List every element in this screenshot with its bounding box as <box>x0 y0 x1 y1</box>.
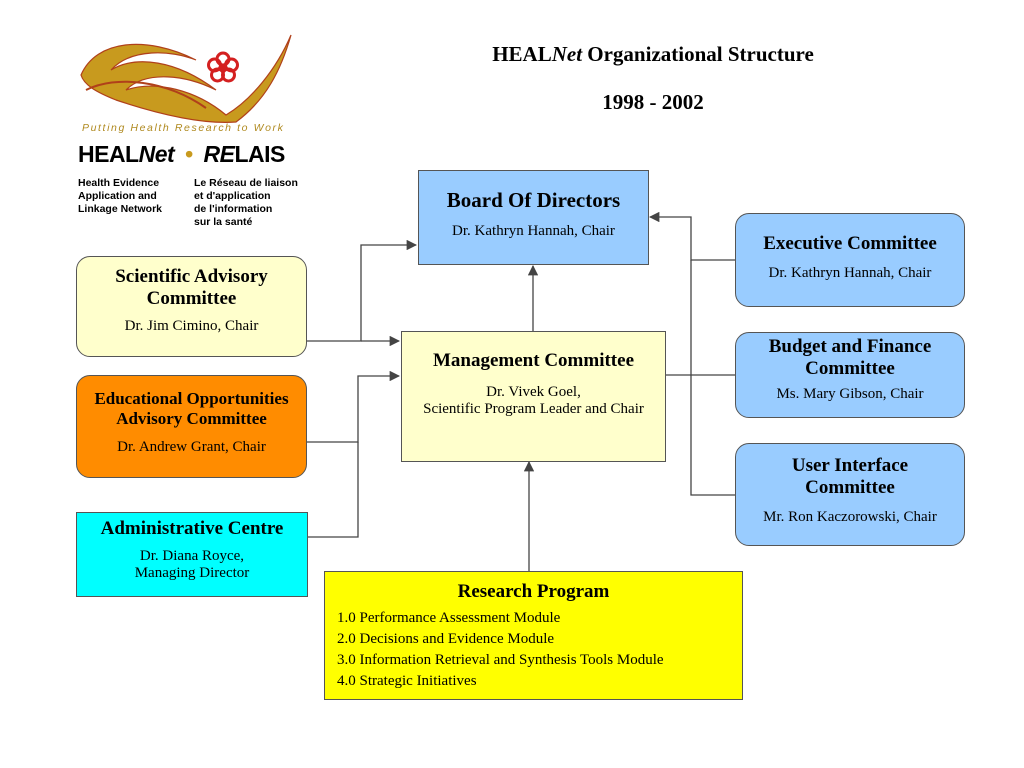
executive-chair: Dr. Kathryn Hannah, Chair <box>768 265 932 281</box>
educational-title-line1: Educational Opportunities <box>94 389 289 408</box>
research-modules-list: 1.0 Performance Assessment Module 2.0 De… <box>337 608 742 692</box>
logo-french-line: et d'application <box>194 190 271 202</box>
executive-title: Executive Committee <box>763 233 937 254</box>
connector-scientific-board <box>307 239 418 342</box>
executive-committee-box: Executive Committee Dr. Kathryn Hannah, … <box>735 213 965 307</box>
logo-english-line: Application and <box>78 190 157 202</box>
management-chair-line2: Scientific Program Leader and Chair <box>423 401 644 417</box>
research-program-box: Research Program 1.0 Performance Assessm… <box>324 571 743 700</box>
administrative-centre-box: Administrative Centre Dr. Diana Royce, M… <box>76 512 308 597</box>
budget-title-line2: Committee <box>805 358 895 379</box>
scientific-title-line1: Scientific Advisory <box>115 266 268 287</box>
title-italic: Net <box>551 42 583 66</box>
logo-brand-re: RE <box>203 141 235 167</box>
educational-title-line2: Advisory Committee <box>116 409 267 428</box>
logo-tagline: Putting Health Research to Work <box>82 122 285 134</box>
page-title: HEALNet Organizational Structure <box>380 42 926 67</box>
ui-title-line2: Committee <box>805 477 895 498</box>
scientific-chair: Dr. Jim Cimino, Chair <box>124 318 259 334</box>
logo-brand: HEALNet • RELAIS <box>78 141 285 168</box>
board-title: Board Of Directors <box>446 188 621 212</box>
list-item: 1.0 Performance Assessment Module <box>337 610 561 626</box>
scientific-advisory-box: Scientific Advisory Committee Dr. Jim Ci… <box>76 256 307 357</box>
admin-director-line2: Managing Director <box>134 565 250 581</box>
list-item: 3.0 Information Retrieval and Synthesis … <box>337 652 664 668</box>
user-interface-box: User Interface Committee Mr. Ron Kaczoro… <box>735 443 965 546</box>
connector-budget-board <box>690 260 735 376</box>
title-prefix: HEAL <box>492 42 552 66</box>
management-committee-box: Management Committee Dr. Vivek Goel, Sci… <box>401 331 666 462</box>
board-of-directors-box: Board Of Directors Dr. Kathryn Hannah, C… <box>418 170 649 265</box>
logo-swoosh-icon <box>80 34 292 123</box>
title-rest: Organizational Structure <box>582 42 814 66</box>
logo-brand-heal: HEAL <box>78 141 139 167</box>
management-title: Management Committee <box>432 350 634 371</box>
connector-executive-board <box>648 211 735 261</box>
connector-admin-management <box>308 442 359 538</box>
management-chair-line1: Dr. Vivek Goel, <box>486 384 581 400</box>
connector-educational-management <box>307 370 401 443</box>
list-item: 4.0 Strategic Initiatives <box>337 673 477 689</box>
budget-finance-box: Budget and Finance Committee Ms. Mary Gi… <box>735 332 965 418</box>
logo-brand-bullet: • <box>185 141 193 167</box>
page-subtitle-years: 1998 - 2002 <box>602 90 704 114</box>
list-item: 2.0 Decisions and Evidence Module <box>337 631 555 647</box>
research-title: Research Program <box>457 581 610 602</box>
budget-title-line1: Budget and Finance <box>768 336 932 357</box>
ui-chair: Mr. Ron Kaczorowski, Chair <box>763 509 937 525</box>
flower-icon <box>207 51 239 83</box>
educational-chair: Dr. Andrew Grant, Chair <box>117 439 266 455</box>
board-chair: Dr. Kathryn Hannah, Chair <box>452 223 615 239</box>
logo-french-line: sur la santé <box>194 216 253 228</box>
ui-title-line1: User Interface <box>791 455 909 476</box>
logo-french-line: Le Réseau de liaison <box>194 177 298 189</box>
logo-english-line: Health Evidence <box>78 177 160 189</box>
connector-ui-board <box>690 375 735 496</box>
logo-brand-net: Net <box>138 141 175 167</box>
logo-french-text: Le Réseau de liaison et d'application de… <box>194 177 298 229</box>
admin-director-line1: Dr. Diana Royce, <box>139 548 245 564</box>
logo-french-line: de l'information <box>194 203 273 215</box>
scientific-title-line2: Committee <box>146 288 237 309</box>
logo-brand-lais: LAIS <box>234 141 285 167</box>
logo-english-text: Health Evidence Application and Linkage … <box>78 177 162 216</box>
educational-opportunities-box: Educational Opportunities Advisory Commi… <box>76 375 307 478</box>
logo-english-line: Linkage Network <box>78 203 163 215</box>
admin-title: Administrative Centre <box>100 518 284 539</box>
budget-chair: Ms. Mary Gibson, Chair <box>776 386 924 402</box>
